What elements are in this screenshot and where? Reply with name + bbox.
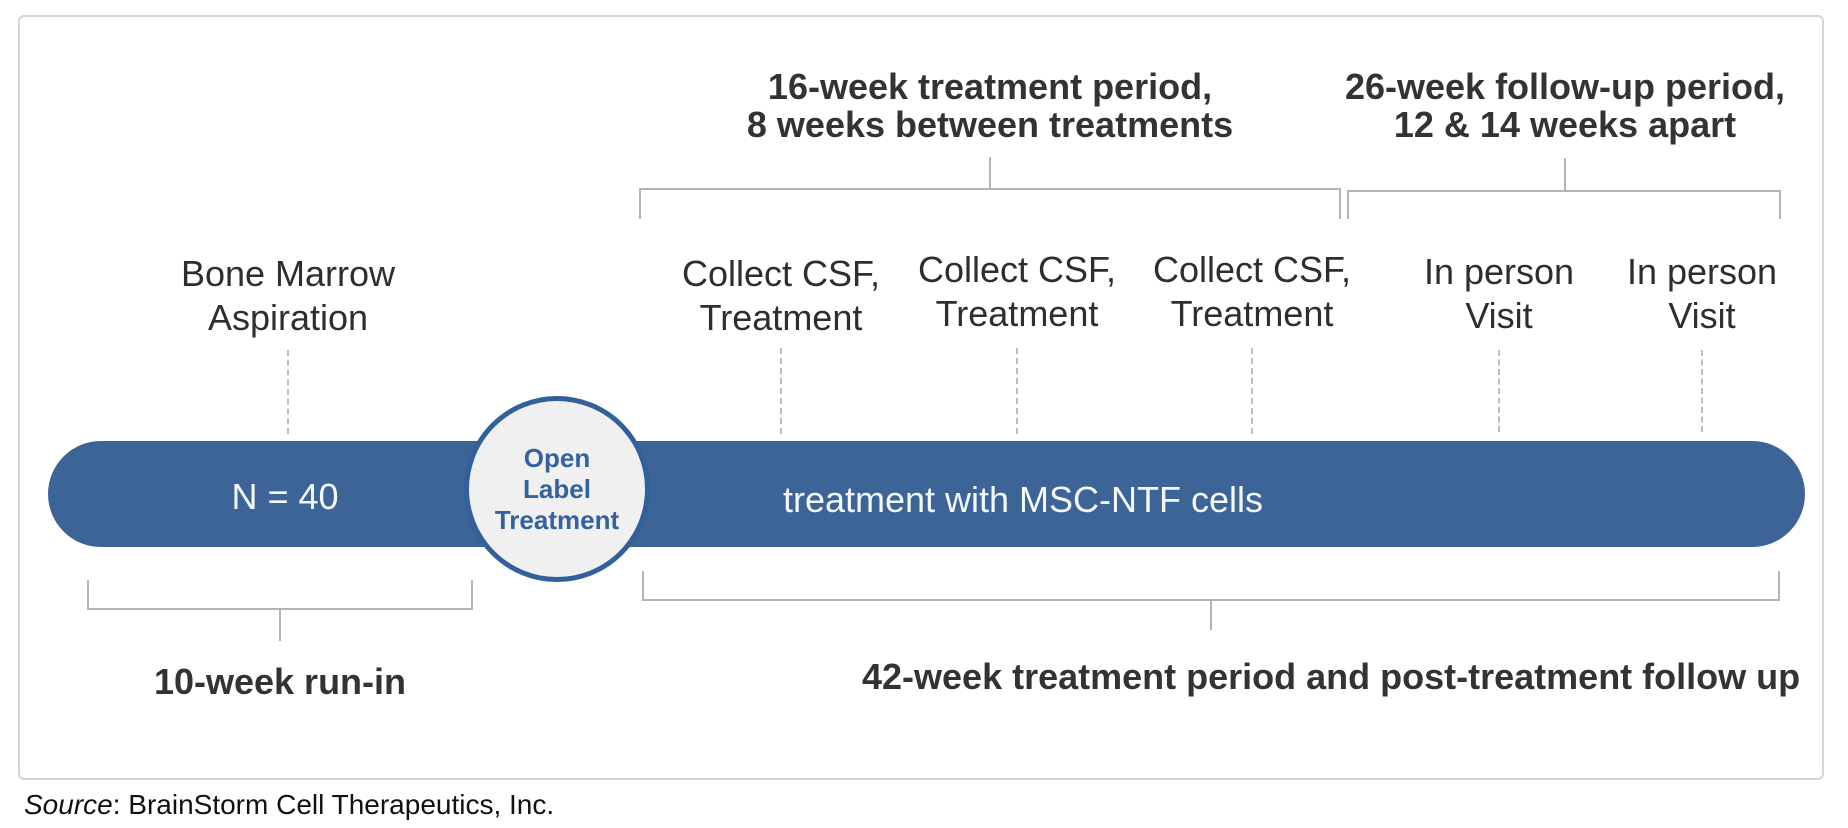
event-label-line1: Collect CSF, (681, 253, 881, 294)
event-label-line1: Collect CSF, (917, 249, 1117, 290)
event-label-line1: Bone Marrow (180, 253, 396, 294)
n-equals-40-label: N = 40 (231, 476, 339, 517)
event-label-line2: Treatment (1170, 293, 1334, 334)
figure-border (18, 15, 1824, 780)
dashed-connector-collect-csf-2 (1016, 348, 1018, 434)
source-note-text: : BrainStorm Cell Therapeutics, Inc. (112, 789, 555, 820)
circle-label-line2: Label (523, 473, 591, 504)
dashed-connector-in-person-2 (1701, 350, 1703, 432)
treatment-period-heading: 16-week treatment period, 8 weeks betwee… (747, 68, 1233, 144)
treatment-period-bracket (639, 188, 1341, 219)
event-label-collect-csf-2: Collect CSF, Treatment (918, 248, 1116, 336)
run-in-bracket (87, 580, 473, 610)
msc-ntf-treatment-label: treatment with MSC-NTF cells (782, 479, 1264, 520)
treatment-followup-bracket (642, 571, 1780, 601)
treatment-followup-label: 42-week treatment period and post-treatm… (862, 656, 1801, 697)
followup-period-heading-line1: 26-week follow-up period, (1344, 66, 1786, 107)
treatment-period-bracket-stem (989, 157, 991, 188)
dashed-connector-collect-csf-1 (780, 348, 782, 434)
event-label-line2: Visit (1465, 295, 1533, 336)
dashed-connector-collect-csf-3 (1251, 348, 1253, 434)
event-label-line2: Aspiration (207, 297, 369, 338)
followup-period-heading-line2: 12 & 14 weeks apart (1393, 104, 1737, 145)
source-note-prefix: Source (24, 789, 113, 820)
source-note: Source: BrainStorm Cell Therapeutics, In… (24, 789, 554, 821)
event-label-collect-csf-3: Collect CSF, Treatment (1153, 248, 1351, 336)
event-label-in-person-2: In person Visit (1627, 250, 1777, 338)
event-label-line2: Treatment (935, 293, 1099, 334)
dashed-connector-in-person-1 (1498, 350, 1500, 432)
open-label-treatment-circle: Open Label Treatment (464, 396, 650, 582)
event-label-line2: Visit (1668, 295, 1736, 336)
event-label-collect-csf-1: Collect CSF, Treatment (682, 252, 880, 340)
dashed-connector-bone-marrow (287, 350, 289, 434)
event-label-line1: In person (1626, 251, 1778, 292)
treatment-followup-bracket-stem (1210, 601, 1212, 630)
treatment-period-heading-line1: 16-week treatment period, (767, 66, 1213, 107)
run-in-bracket-stem (279, 610, 281, 641)
followup-period-bracket (1347, 190, 1781, 219)
circle-label-line1: Open (523, 442, 591, 473)
run-in-label: 10-week run-in (153, 661, 407, 702)
followup-period-heading: 26-week follow-up period, 12 & 14 weeks … (1345, 68, 1785, 144)
event-label-bone-marrow: Bone Marrow Aspiration (181, 252, 395, 340)
timeline-bar (48, 441, 1805, 547)
event-label-line1: Collect CSF, (1152, 249, 1352, 290)
circle-label-line3: Treatment (494, 504, 620, 535)
followup-period-bracket-stem (1564, 158, 1566, 190)
event-label-line1: In person (1423, 251, 1575, 292)
event-label-in-person-1: In person Visit (1424, 250, 1574, 338)
event-label-line2: Treatment (699, 297, 863, 338)
treatment-period-heading-line2: 8 weeks between treatments (746, 104, 1234, 145)
